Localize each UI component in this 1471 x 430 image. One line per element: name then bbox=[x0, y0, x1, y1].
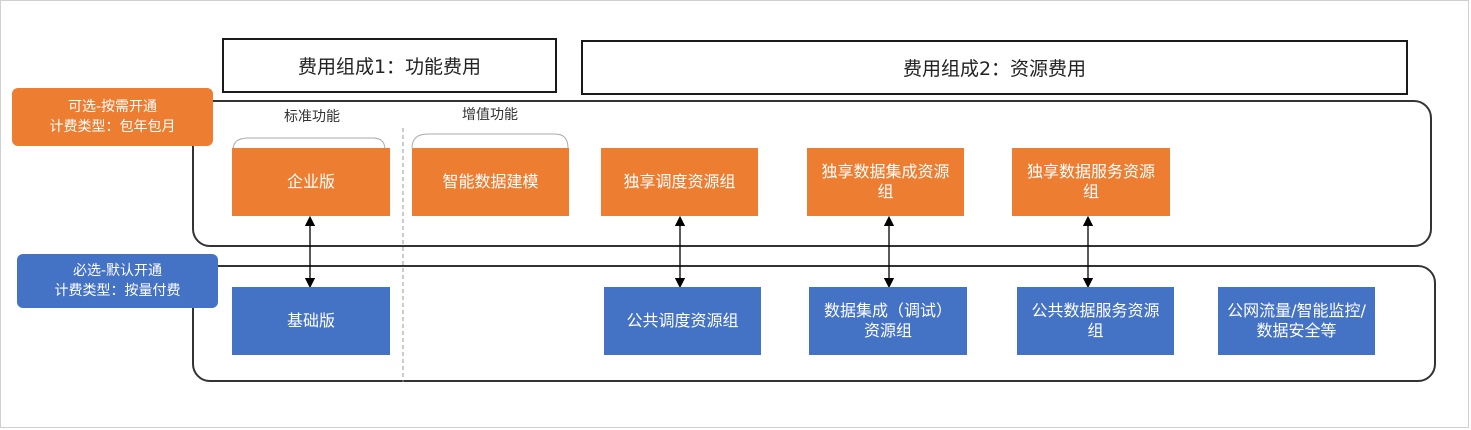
box-public-data-service-group: 公共数据服务资源组 bbox=[1017, 287, 1174, 355]
required-tag-line2: 计费类型：按量付费 bbox=[54, 283, 181, 299]
box-public-schedule-group: 公共调度资源组 bbox=[604, 287, 761, 355]
header-function-fee: 费用组成1：功能费用 bbox=[222, 38, 557, 93]
optional-tag-line1: 可选-按需开通 bbox=[67, 99, 158, 115]
brace-value-added bbox=[411, 133, 569, 149]
box-enterprise-edition: 企业版 bbox=[232, 148, 390, 216]
box-network-monitor-security: 公网流量/智能监控/数据安全等 bbox=[1218, 287, 1375, 355]
header-resource-fee: 费用组成2：资源费用 bbox=[581, 40, 1408, 95]
box-basic-edition: 基础版 bbox=[232, 287, 390, 355]
optional-tag-line2: 计费类型：包年包月 bbox=[49, 119, 176, 135]
box-exclusive-schedule-group: 独享调度资源组 bbox=[601, 148, 758, 216]
brace-standard bbox=[232, 137, 386, 151]
box-smart-data-modeling: 智能数据建模 bbox=[412, 148, 569, 216]
required-tag-line1: 必选-默认开通 bbox=[72, 263, 163, 279]
box-exclusive-data-service-group: 独享数据服务资源组 bbox=[1012, 148, 1170, 216]
required-tag: 必选-默认开通 计费类型：按量付费 bbox=[17, 254, 218, 308]
label-standard: 标准功能 bbox=[284, 109, 340, 125]
box-integration-debug-group: 数据集成（调试）资源组 bbox=[809, 287, 967, 355]
box-exclusive-integration-group: 独享数据集成资源组 bbox=[807, 148, 964, 216]
optional-tag: 可选-按需开通 计费类型：包年包月 bbox=[12, 88, 213, 146]
label-value-added: 增值功能 bbox=[462, 107, 518, 123]
